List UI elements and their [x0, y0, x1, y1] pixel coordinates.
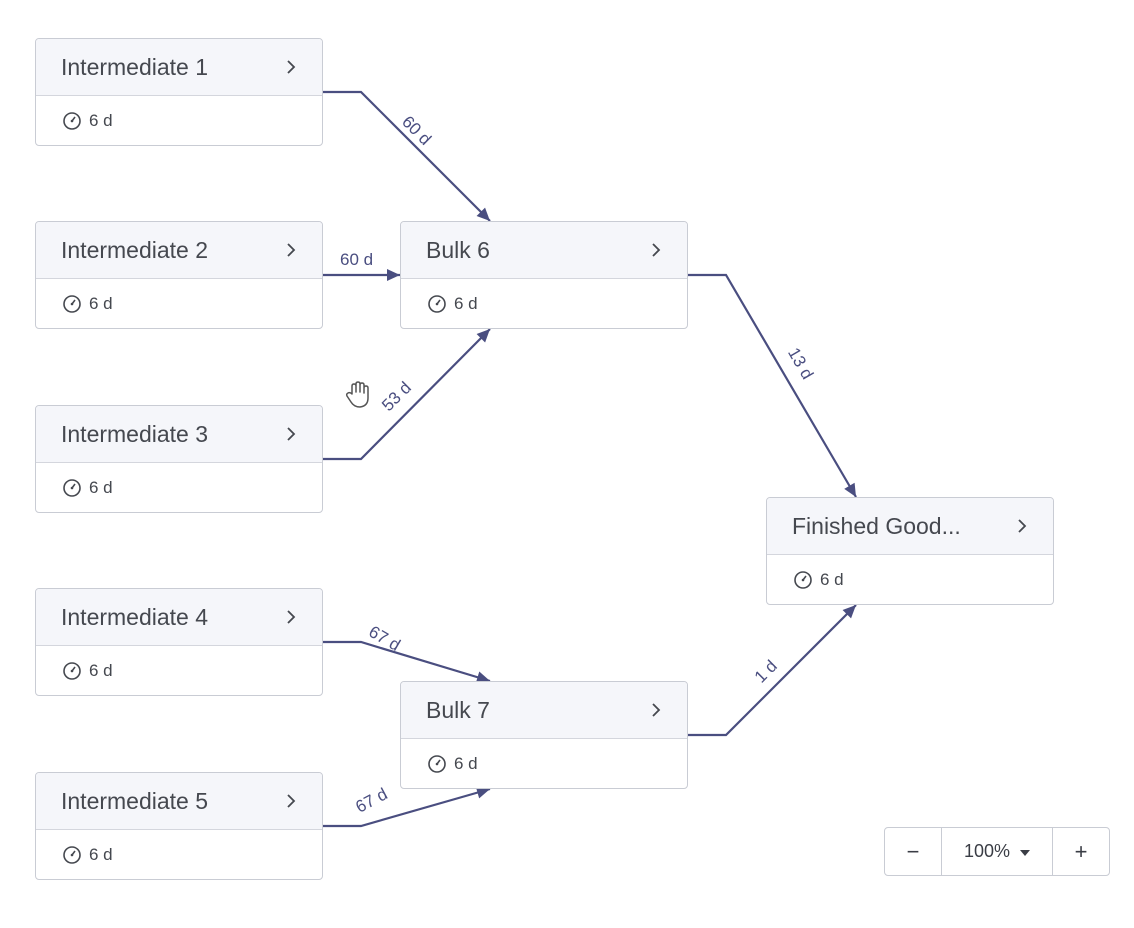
zoom-in-button[interactable]: +: [1074, 838, 1088, 864]
node-body: 6 d: [401, 739, 687, 788]
node-duration: 6 d: [820, 570, 844, 589]
node-header: Bulk 7: [401, 682, 687, 739]
node-bulk-7[interactable]: Bulk 7 6 d: [400, 681, 688, 789]
node-intermediate-1[interactable]: Intermediate 1 6 d: [35, 38, 323, 146]
chevron-right-icon[interactable]: [284, 424, 298, 444]
arrow-head: [387, 269, 400, 281]
chevron-right-icon[interactable]: [284, 791, 298, 811]
node-body: 6 d: [36, 279, 322, 328]
edge-label: 67 d: [365, 621, 404, 656]
node-intermediate-4[interactable]: Intermediate 4 6 d: [35, 588, 323, 696]
node-duration: 6 d: [89, 478, 113, 497]
node-finished-good[interactable]: Finished Good... 6 d: [766, 497, 1054, 605]
clock-icon: [62, 661, 82, 681]
arrow-head: [476, 329, 490, 343]
node-body: 6 d: [36, 463, 322, 512]
node-duration: 6 d: [89, 845, 113, 864]
arrow-head: [842, 605, 856, 619]
zoom-level-value: 100%: [963, 841, 1011, 861]
chevron-right-icon[interactable]: [649, 700, 663, 720]
node-duration: 6 d: [454, 754, 478, 773]
node-title: Bulk 7: [426, 696, 490, 723]
node-body: 6 d: [767, 555, 1053, 604]
node-body: 6 d: [36, 646, 322, 695]
zoom-control: − 100% +: [884, 827, 1110, 876]
clock-icon: [793, 570, 813, 590]
node-header: Intermediate 3: [36, 406, 322, 463]
chevron-right-icon[interactable]: [284, 57, 298, 77]
node-bulk-6[interactable]: Bulk 6 6 d: [400, 221, 688, 329]
node-body: 6 d: [36, 830, 322, 879]
edge-label: 60 d: [398, 112, 435, 149]
node-header: Intermediate 2: [36, 222, 322, 279]
node-body: 6 d: [401, 279, 687, 328]
node-title: Finished Good...: [792, 512, 961, 539]
edge-label: 67 d: [352, 784, 391, 817]
clock-icon: [427, 294, 447, 314]
node-intermediate-2[interactable]: Intermediate 2 6 d: [35, 221, 323, 329]
node-title: Intermediate 3: [61, 420, 209, 447]
node-header: Intermediate 1: [36, 39, 322, 96]
edge-label: 13 d: [784, 344, 818, 383]
clock-icon: [62, 294, 82, 314]
chevron-right-icon[interactable]: [284, 240, 298, 260]
node-body: 6 d: [36, 96, 322, 145]
arrow-head: [476, 207, 490, 221]
edge-label: 60 d: [340, 250, 374, 269]
edge-bulk-6-to-finished-good: [688, 273, 857, 498]
node-duration: 6 d: [89, 111, 113, 130]
edge-label: 1 d: [750, 656, 781, 687]
clock-icon: [62, 845, 82, 865]
node-intermediate-5[interactable]: Intermediate 5 6 d: [35, 772, 323, 880]
chevron-right-icon[interactable]: [649, 240, 663, 260]
node-duration: 6 d: [89, 294, 113, 313]
node-header: Intermediate 5: [36, 773, 322, 830]
edge-intermediate-1-to-bulk-6: [323, 90, 491, 222]
edge-label: 53 d: [378, 378, 415, 415]
clock-icon: [427, 754, 447, 774]
node-title: Intermediate 4: [61, 603, 209, 630]
zoom-level-select[interactable]: 100%: [941, 828, 1053, 875]
clock-icon: [62, 478, 82, 498]
node-title: Intermediate 1: [61, 53, 209, 80]
node-title: Intermediate 5: [61, 787, 209, 814]
node-title: Bulk 6: [426, 236, 490, 263]
zoom-out-button[interactable]: −: [906, 838, 920, 864]
node-intermediate-3[interactable]: Intermediate 3 6 d: [35, 405, 323, 513]
caret-down-icon: [1020, 850, 1031, 856]
clock-icon: [62, 111, 82, 131]
node-duration: 6 d: [89, 661, 113, 680]
edge-intermediate-5-to-bulk-7: [323, 787, 491, 828]
chevron-right-icon[interactable]: [284, 607, 298, 627]
node-header: Intermediate 4: [36, 589, 322, 646]
node-duration: 6 d: [454, 294, 478, 313]
node-header: Bulk 6: [401, 222, 687, 279]
edge-intermediate-4-to-bulk-7: [323, 640, 491, 683]
arrow-head: [844, 482, 856, 497]
node-header: Finished Good...: [767, 498, 1053, 555]
node-title: Intermediate 2: [61, 236, 209, 263]
hand-cursor-icon: [344, 380, 372, 410]
chevron-right-icon[interactable]: [1015, 516, 1029, 536]
